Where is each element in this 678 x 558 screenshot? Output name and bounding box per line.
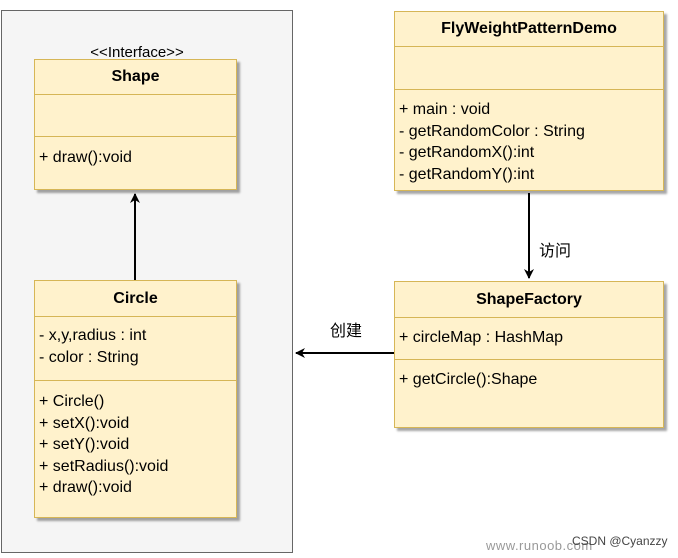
create-edge-label: 创建: [330, 323, 363, 340]
shape-method-line: + draw():void: [39, 149, 132, 166]
shape-class[interactable]: Shape + draw():void: [34, 59, 237, 190]
demo-method-line: - getRandomColor : String: [399, 122, 585, 140]
demo-method-line: - getRandomX():int: [399, 144, 535, 161]
circle-method-line: + draw():void: [39, 479, 132, 496]
demo-class-title: FlyWeightPatternDemo: [395, 12, 663, 47]
demo-method-line: + main : void: [399, 101, 491, 118]
circle-attributes: - x,y,radius : int - color : String: [35, 317, 236, 381]
circle-methods: + Circle() + setX():void + setY():void + se…: [35, 381, 236, 499]
factory-class-title: ShapeFactory: [395, 282, 663, 318]
circle-class[interactable]: Circle - x,y,radius : int - color : Strin…: [34, 280, 237, 518]
demo-class[interactable]: FlyWeightPatternDemo + main : void - getR…: [394, 11, 664, 191]
circle-class-title: Circle: [35, 281, 236, 317]
demo-methods: + main : void - getRandomColor : String - …: [395, 90, 663, 185]
factory-attributes: + circleMap : HashMap: [395, 318, 663, 360]
site-watermark: www.runoob.com: [486, 538, 593, 553]
circle-attribute-line: - x,y,radius : int: [39, 327, 147, 344]
circle-method-line: + setRadius():void: [39, 457, 169, 475]
circle-method-line: + setY():void: [39, 436, 130, 453]
access-edge-label: 访问: [539, 243, 572, 260]
shape-methods: + draw():void: [35, 137, 236, 169]
interface-stereotype-label: <<Interface>>: [90, 44, 184, 61]
shape-attributes: [35, 95, 236, 137]
factory-class[interactable]: ShapeFactory + circleMap : HashMap + get…: [394, 281, 664, 428]
factory-method-line: + getCircle():Shape: [399, 371, 538, 388]
demo-method-line: - getRandomY():int: [399, 165, 535, 183]
circle-method-line: + Circle(): [39, 393, 105, 410]
csdn-watermark: CSDN @Cyanzzy: [572, 534, 668, 548]
shape-class-title: Shape: [35, 60, 236, 95]
factory-methods: + getCircle():Shape: [395, 360, 663, 391]
factory-attribute-line: + circleMap : HashMap: [399, 329, 564, 346]
circle-method-line: + setX():void: [39, 414, 130, 432]
demo-attributes: [395, 47, 663, 90]
circle-attribute-line: - color : String: [39, 348, 139, 366]
